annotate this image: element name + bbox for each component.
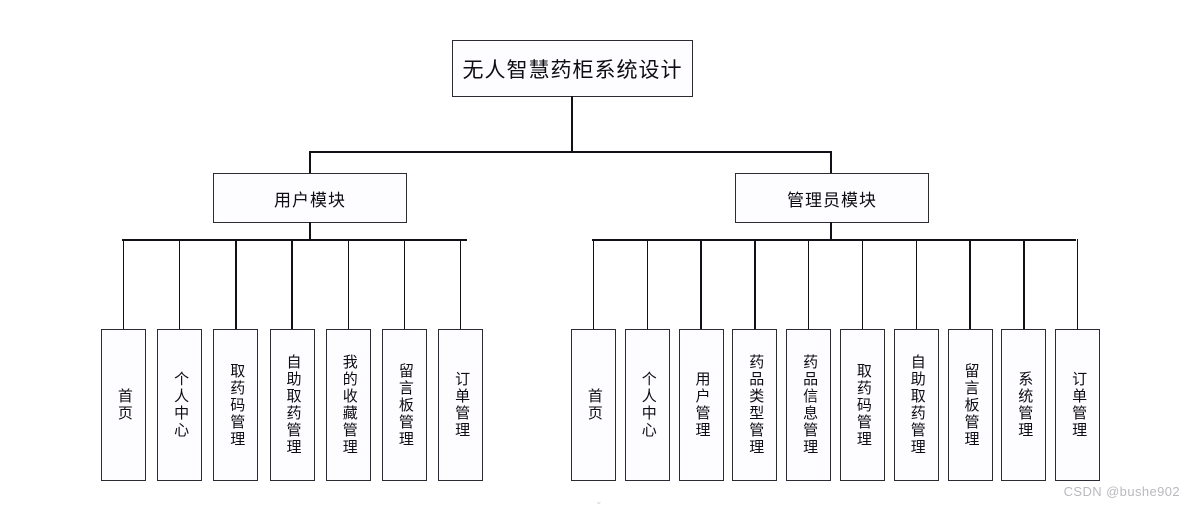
- connector-admin-module-stem: [830, 222, 832, 240]
- leaf-node-user-2[interactable]: 个人中心: [157, 329, 203, 481]
- leaf-node-label: 用户管理: [693, 371, 710, 439]
- leaf-node-admin-5[interactable]: 药品信息管理: [786, 329, 832, 481]
- leaf-node-user-1[interactable]: 首页: [101, 329, 146, 481]
- leaf-node-admin-4[interactable]: 药品类型管理: [732, 329, 778, 481]
- leaf-node-user-7[interactable]: 订单管理: [438, 329, 484, 481]
- connector-drop-admin-1: [592, 239, 595, 329]
- leaf-node-label: 自助取药管理: [908, 354, 925, 456]
- watermark-credit: CSDN @bushe902: [1063, 484, 1180, 499]
- leaf-node-label: 我的收藏管理: [340, 354, 357, 456]
- module-node-user[interactable]: 用户模块: [213, 173, 407, 223]
- leaf-node-label: 个人中心: [639, 371, 656, 439]
- connector-drop-admin-10: [1076, 239, 1079, 329]
- connector-drop-admin-7: [915, 239, 918, 329]
- leaf-node-label: 药品类型管理: [747, 354, 764, 456]
- connector-drop-user-5: [347, 239, 350, 329]
- connector-drop-user-module: [309, 151, 311, 174]
- page-tick-mark: ⌄: [595, 496, 603, 506]
- connector-drop-admin-6: [861, 239, 864, 329]
- root-node-label: 无人智慧药柜系统设计: [462, 57, 683, 82]
- leaf-node-user-3[interactable]: 取药码管理: [213, 329, 259, 481]
- leaf-node-admin-2[interactable]: 个人中心: [624, 329, 670, 481]
- connector-drop-admin-module: [830, 151, 832, 174]
- leaf-node-user-5[interactable]: 我的收藏管理: [325, 329, 371, 481]
- leaf-node-label: 订单管理: [453, 371, 470, 439]
- connector-drop-user-1: [122, 239, 125, 329]
- leaf-node-label: 留言板管理: [962, 362, 979, 448]
- leaf-node-user-6[interactable]: 留言板管理: [382, 329, 427, 481]
- leaf-node-label: 个人中心: [172, 371, 189, 439]
- leaf-node-user-4[interactable]: 自助取药管理: [269, 329, 315, 481]
- connector-user-module-stem: [309, 222, 311, 240]
- module-node-admin-label: 管理员模块: [787, 190, 877, 210]
- connector-drop-user-3: [235, 239, 237, 329]
- connector-drop-admin-9: [1023, 239, 1025, 329]
- connector-drop-admin-4: [754, 239, 756, 329]
- leaf-node-label: 订单管理: [1070, 371, 1087, 439]
- connector-drop-admin-5: [807, 239, 810, 329]
- leaf-node-admin-3[interactable]: 用户管理: [678, 329, 724, 481]
- leaf-node-label: 首页: [115, 388, 132, 422]
- connector-drop-admin-3: [700, 239, 702, 329]
- connector-admin-leaf-bus: [592, 239, 1076, 241]
- module-node-admin[interactable]: 管理员模块: [735, 173, 929, 223]
- module-node-user-label: 用户模块: [274, 190, 346, 210]
- connector-level1-bus: [309, 151, 832, 153]
- connector-drop-user-6: [403, 239, 406, 329]
- leaf-node-label: 首页: [585, 388, 602, 422]
- leaf-node-admin-6[interactable]: 取药码管理: [840, 329, 885, 481]
- root-node-system-design[interactable]: 无人智慧药柜系统设计: [452, 40, 693, 97]
- leaf-node-admin-10[interactable]: 订单管理: [1055, 329, 1101, 481]
- connector-drop-admin-2: [646, 239, 649, 329]
- leaf-node-admin-1[interactable]: 首页: [571, 329, 616, 481]
- leaf-node-admin-7[interactable]: 自助取药管理: [893, 329, 939, 481]
- leaf-node-label: 留言板管理: [396, 362, 413, 448]
- connector-drop-user-2: [178, 239, 181, 329]
- connector-root-stem: [571, 96, 573, 153]
- leaf-node-label: 取药码管理: [228, 362, 245, 448]
- connector-drop-admin-8: [969, 239, 971, 329]
- leaf-node-label: 系统管理: [1016, 371, 1033, 439]
- connector-drop-user-7: [459, 239, 462, 329]
- leaf-node-label: 取药码管理: [854, 362, 871, 448]
- connector-user-leaf-bus: [122, 239, 467, 241]
- leaf-node-admin-9[interactable]: 系统管理: [1001, 329, 1047, 481]
- leaf-node-admin-8[interactable]: 留言板管理: [947, 329, 993, 481]
- leaf-node-label: 药品信息管理: [801, 354, 818, 456]
- connector-drop-user-4: [291, 239, 293, 329]
- leaf-node-label: 自助取药管理: [284, 354, 301, 456]
